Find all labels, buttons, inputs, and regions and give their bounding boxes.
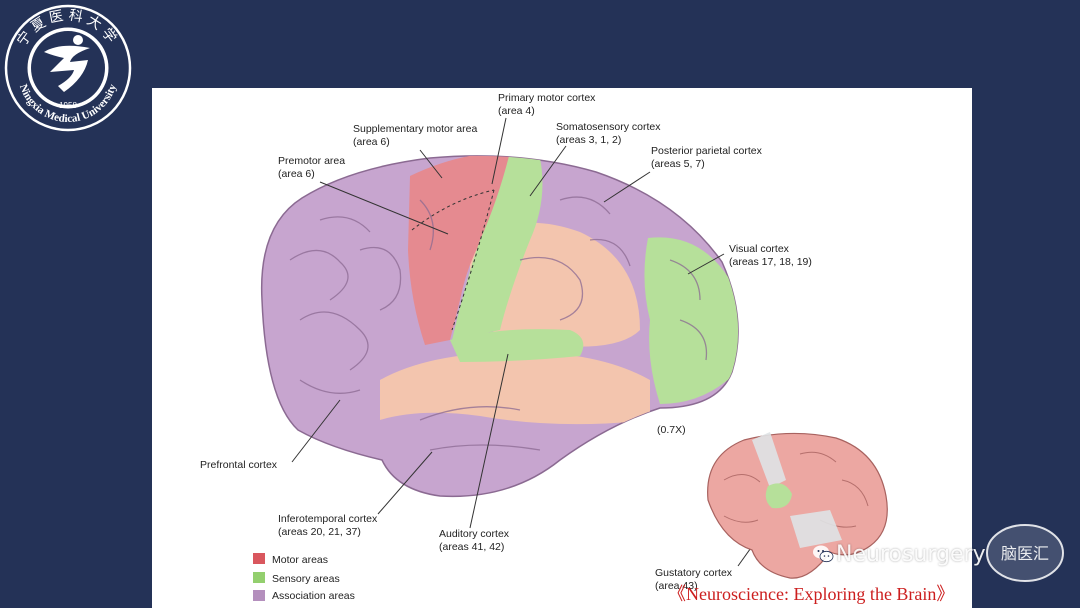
label-visual-areas: (areas 17, 18, 19) (729, 256, 812, 268)
small-brain-gustatory-area (765, 483, 792, 509)
label-posterior-parietal: Posterior parietal cortex (651, 145, 763, 157)
label-visual: Visual cortex (729, 243, 790, 255)
somatosensory-region (452, 155, 543, 340)
legend-swatch-association (253, 590, 265, 601)
watermark-badge-text: 脑医汇 (1000, 544, 1049, 563)
legend: Motor areas Sensory areas Association ar… (253, 553, 355, 602)
auditory-region (450, 329, 584, 362)
watermark-text: Neurosurgery (836, 542, 986, 567)
visual-cortex-region (644, 237, 739, 404)
legend-label-association: Association areas (272, 590, 355, 602)
source-caption: 《Neuroscience: Exploring the Brain》 (668, 584, 955, 604)
logo-year: 1958 (59, 101, 77, 110)
label-premotor-area: (area 6) (278, 168, 315, 180)
label-primary-motor: Primary motor cortex (498, 92, 596, 104)
label-inferotemporal: Inferotemporal cortex (278, 513, 378, 525)
small-brain-diagram (707, 432, 888, 579)
small-brain-lower-band (790, 510, 842, 548)
legend-label-sensory: Sensory areas (272, 573, 340, 585)
label-gustatory-area: (area 43) (655, 580, 698, 592)
motor-boundary-dashed-2 (451, 189, 495, 331)
label-auditory: Auditory cortex (439, 528, 510, 540)
label-somatosensory-areas: (areas 3, 1, 2) (556, 134, 621, 146)
label-posterior-parietal-areas: (areas 5, 7) (651, 158, 705, 170)
label-prefrontal: Prefrontal cortex (200, 459, 278, 471)
wechat-icon (813, 545, 834, 563)
label-gustatory: Gustatory cortex (655, 567, 733, 579)
logo-emblem-icon (44, 45, 90, 92)
temporal-peach-band (380, 352, 650, 425)
small-brain-central-band (752, 432, 786, 488)
motor-area-region (408, 155, 510, 345)
label-inferotemporal-areas: (areas 20, 21, 37) (278, 526, 361, 538)
legend-swatch-motor (253, 553, 265, 564)
legend-swatch-sensory (253, 572, 265, 583)
small-brain-outline (707, 432, 888, 579)
label-somatosensory: Somatosensory cortex (556, 121, 661, 133)
watermark-badge-icon (986, 524, 1064, 582)
label-premotor: Premotor area (278, 155, 345, 167)
label-supplementary-motor: Supplementary motor area (353, 123, 477, 135)
gyri-lines (289, 196, 708, 451)
label-scale: (0.7X) (657, 424, 686, 436)
university-logo: 宁夏医科大学 Ningxia Medical University 1958 (4, 4, 132, 132)
label-primary-motor-area: (area 4) (498, 105, 535, 117)
label-auditory-areas: (areas 41, 42) (439, 541, 504, 553)
legend-label-motor: Motor areas (272, 554, 328, 566)
label-supplementary-motor-area: (area 6) (353, 136, 390, 148)
